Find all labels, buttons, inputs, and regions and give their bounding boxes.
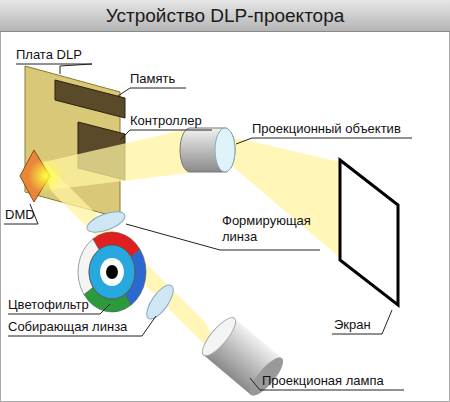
screen — [340, 160, 398, 305]
wheel-ring — [100, 258, 124, 286]
part-label: Экран — [334, 317, 371, 333]
leader-lines — [4, 64, 412, 390]
part-label: Цветофильтр — [8, 297, 89, 313]
part-label: Проекционая лампа — [262, 373, 384, 389]
part-label: Контроллер — [130, 113, 202, 129]
leader-line — [118, 88, 186, 96]
light-beam — [44, 128, 196, 190]
title-band: Устройство DLP-проектора — [0, 0, 450, 32]
part-label: Память — [130, 71, 175, 87]
leader-line — [16, 64, 92, 74]
wheel-hub — [89, 245, 135, 299]
leader-line — [236, 138, 412, 144]
lamp-front — [197, 313, 240, 360]
part-label: Формирующая линза — [222, 213, 334, 245]
projection-lens-glass — [215, 128, 235, 172]
part-label: Плата DLP — [16, 47, 82, 63]
title: Устройство DLP-проектора — [106, 5, 345, 27]
memory-chip — [55, 80, 125, 118]
wheel-axle — [106, 265, 118, 279]
collecting-lens — [142, 281, 178, 323]
projection-lens — [180, 128, 235, 172]
leader-line — [8, 316, 156, 336]
dmd-glow — [28, 158, 64, 194]
part-label: Проекционный объектив — [252, 121, 401, 137]
part-label: Собирающая линза — [8, 319, 127, 335]
forming-lens — [84, 208, 127, 237]
leader-line — [332, 310, 392, 334]
part-label: DMD — [5, 207, 35, 223]
leader-line — [4, 204, 38, 224]
leader-line — [120, 130, 212, 140]
light-beam — [42, 160, 232, 372]
